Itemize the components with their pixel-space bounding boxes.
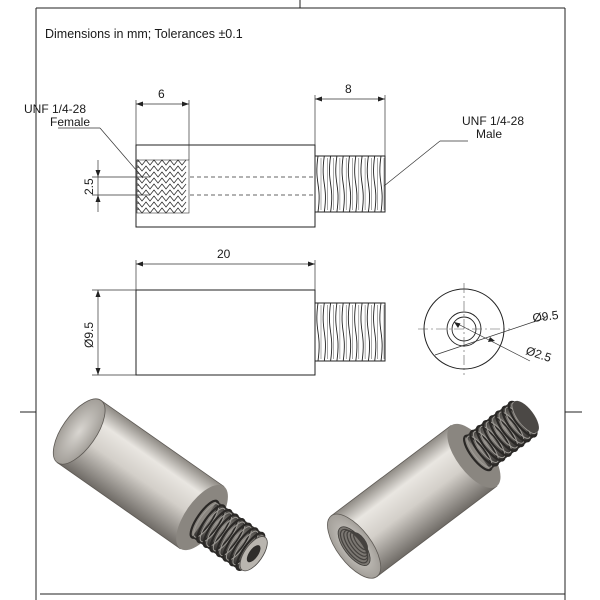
female-thread-section bbox=[136, 158, 190, 214]
dim-end-outer-dia: Ø9.5 bbox=[532, 308, 560, 325]
sheet-frame bbox=[20, 0, 582, 600]
male-thread-front bbox=[314, 302, 386, 362]
top-view: 6 8 2.5 UNF 1/4-28 Female UNF 1/4-28 Mal… bbox=[24, 82, 524, 228]
dim-bore-dia: 2.5 bbox=[82, 178, 96, 195]
iso-render-right bbox=[327, 400, 539, 579]
male-thread-top bbox=[314, 155, 386, 213]
callout-male-type: Male bbox=[476, 127, 502, 141]
dim-body-dia: Ø9.5 bbox=[82, 322, 96, 348]
body-outline-front bbox=[135, 289, 316, 376]
front-view: 20 Ø9.5 bbox=[82, 247, 386, 376]
dim-end-bore-dia: Ø2.5 bbox=[524, 344, 553, 365]
dim-bore-depth: 6 bbox=[158, 87, 165, 101]
end-view: Ø9.5 Ø2.5 bbox=[418, 283, 560, 375]
dim-male-length: 8 bbox=[345, 82, 352, 96]
iso-render-left bbox=[52, 398, 268, 572]
dimension-note: Dimensions in mm; Tolerances ±0.1 bbox=[45, 27, 243, 41]
callout-female-type: Female bbox=[50, 115, 90, 129]
callout-male-thread: UNF 1/4-28 bbox=[462, 114, 524, 128]
callout-female-thread: UNF 1/4-28 bbox=[24, 102, 86, 116]
dim-body-length: 20 bbox=[217, 247, 231, 261]
